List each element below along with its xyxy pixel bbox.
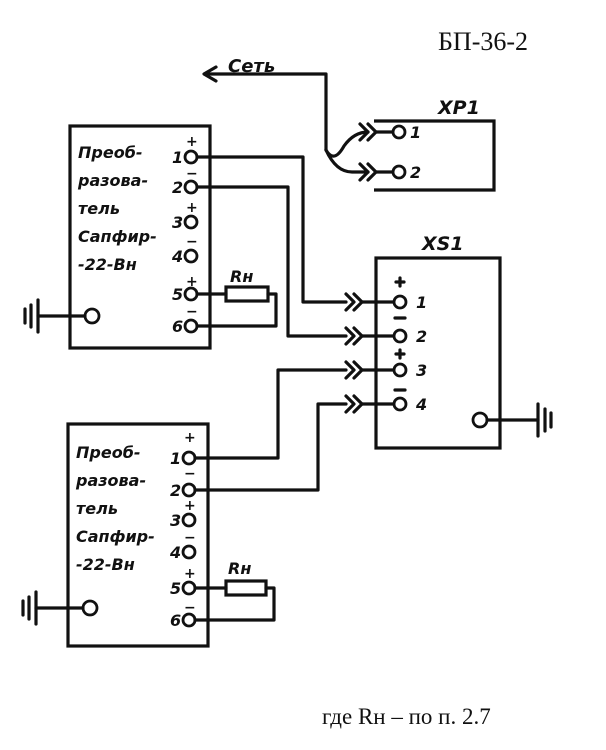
- converter-1-sign-6: −: [186, 304, 198, 320]
- socket-pin-1-number: 1: [416, 293, 427, 312]
- converter-2-pin-4-number: 4: [169, 543, 181, 562]
- plug-name: XP1: [437, 97, 480, 119]
- converter-1-sign-2: −: [186, 166, 198, 182]
- converter-2-pin-2: [181, 482, 197, 498]
- converter-1-pin-5-number: 5: [172, 285, 183, 304]
- converter-1-sign-5: +: [186, 274, 198, 290]
- plug-xp1: XP1 1 2: [358, 97, 496, 192]
- converter-2: Преоб- разова- тель Сапфир- -22-Вн + 1 −…: [21, 422, 276, 648]
- converter-1-label-line-4: Сапфир-: [78, 227, 157, 246]
- converter-1-pin-6: [183, 318, 199, 334]
- converter-1-pin-3-number: 3: [172, 213, 183, 232]
- converter-2-sign-1: +: [184, 430, 196, 446]
- converter-1-pin-2-number: 2: [172, 178, 183, 197]
- converter-2-pin-5: [181, 580, 197, 596]
- converter-2-pin-1: [181, 450, 197, 466]
- socket-pin-2-number: 2: [416, 327, 427, 346]
- converter-1-pin-5: [183, 286, 199, 302]
- socket-xs1: XS1 1 2 3 4: [374, 233, 553, 450]
- converter-2-label-line-3: тель: [76, 499, 118, 518]
- converter-1-pin-1-number: 1: [172, 148, 183, 167]
- wire-converter-2-pin-2: [193, 394, 395, 492]
- converter-1-label-line-1: Преоб-: [78, 143, 143, 162]
- converter-2-pin-4: [181, 544, 197, 560]
- converter-2-pin-2-number: 2: [170, 481, 181, 500]
- socket-name: XS1: [421, 233, 464, 255]
- converter-1-sign-3: +: [186, 200, 198, 216]
- plug-pin-1-number: 1: [410, 123, 421, 142]
- converter-2-resistor-label: Rн: [228, 559, 251, 578]
- converter-2-label-line-5: -22-Вн: [76, 555, 135, 574]
- converter-2-sign-6: −: [184, 600, 196, 616]
- converter-2-load-resistor: Rн: [193, 559, 276, 622]
- socket-pin-1: 1: [392, 293, 427, 312]
- converter-2-pin-6: [181, 612, 197, 628]
- converter-1-pin-3: [183, 214, 199, 230]
- converter-1-pin-1: [183, 149, 199, 165]
- converter-2-pin-5-number: 5: [170, 579, 181, 598]
- converter-2-label-line-2: разова-: [75, 471, 146, 490]
- socket-pin-3: 3: [392, 361, 427, 380]
- plug-pin-2: 2: [358, 162, 421, 182]
- wire-converter-1-pin-1: [195, 155, 395, 312]
- converter-2-sign-2: −: [184, 466, 196, 482]
- wire-converter-1-pin-2: [195, 185, 395, 346]
- converter-2-pin-3-number: 3: [170, 511, 181, 530]
- converter-1-label-line-2: разова-: [77, 171, 148, 190]
- converter-2-pin-3: [181, 512, 197, 528]
- network-cable: [324, 130, 370, 174]
- converter-2-sign-5: +: [184, 566, 196, 582]
- plug-pin-2-number: 2: [410, 163, 421, 182]
- footnote: где Rн – по п. 2.7: [322, 704, 491, 729]
- network-label: Сеть: [228, 56, 275, 77]
- converter-2-sign-3: +: [184, 498, 196, 514]
- converter-1: Преоб- разова- тель Сапфир- -22-Вн + 1 −…: [23, 124, 278, 350]
- network-arrow: [202, 65, 328, 152]
- converter-1-load-resistor: Rн: [195, 267, 278, 328]
- converter-1-resistor-label: Rн: [230, 267, 253, 286]
- converter-1-pin-4: [183, 248, 199, 264]
- converter-2-sign-4: −: [184, 530, 196, 546]
- converter-1-pin-2: [183, 179, 199, 195]
- diagram-title: БП-36-2: [438, 27, 528, 56]
- socket-pin-3-number: 3: [416, 361, 427, 380]
- converter-2-label-line-4: Сапфир-: [76, 527, 155, 546]
- converter-2-pin-1-number: 1: [170, 449, 181, 468]
- converter-2-pin-6-number: 6: [170, 611, 181, 630]
- socket-pin-4-number: 4: [415, 395, 427, 414]
- socket-ground-icon: [471, 402, 553, 438]
- socket-pin-2: 2: [392, 327, 427, 346]
- converter-1-sign-4: −: [186, 234, 198, 250]
- converter-1-pin-6-number: 6: [172, 317, 183, 336]
- converter-1-label-line-3: тель: [78, 199, 120, 218]
- converter-1-sign-1: +: [186, 134, 198, 150]
- wire-converter-2-pin-1: [193, 360, 395, 460]
- converter-2-ground-icon: [21, 590, 99, 626]
- converter-1-ground-icon: [23, 298, 101, 334]
- converter-1-label-line-5: -22-Вн: [78, 255, 137, 274]
- converter-1-pin-4-number: 4: [171, 247, 183, 266]
- converter-2-label-line-1: Преоб-: [76, 443, 141, 462]
- socket-pin-4: 4: [392, 395, 427, 414]
- plug-pin-1: 1: [358, 122, 421, 142]
